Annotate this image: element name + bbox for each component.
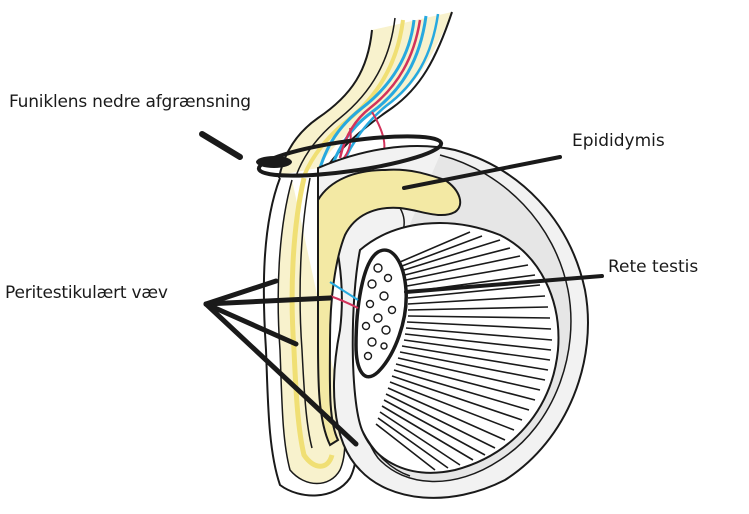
- label-peritesticular-tissue: Peritestikulært væv: [5, 285, 168, 302]
- label-rete-testis: Rete testis: [608, 259, 698, 276]
- label-funicle-lower-boundary: Funiklens nedre afgrænsning: [9, 94, 251, 111]
- label-epididymis: Epididymis: [572, 133, 665, 150]
